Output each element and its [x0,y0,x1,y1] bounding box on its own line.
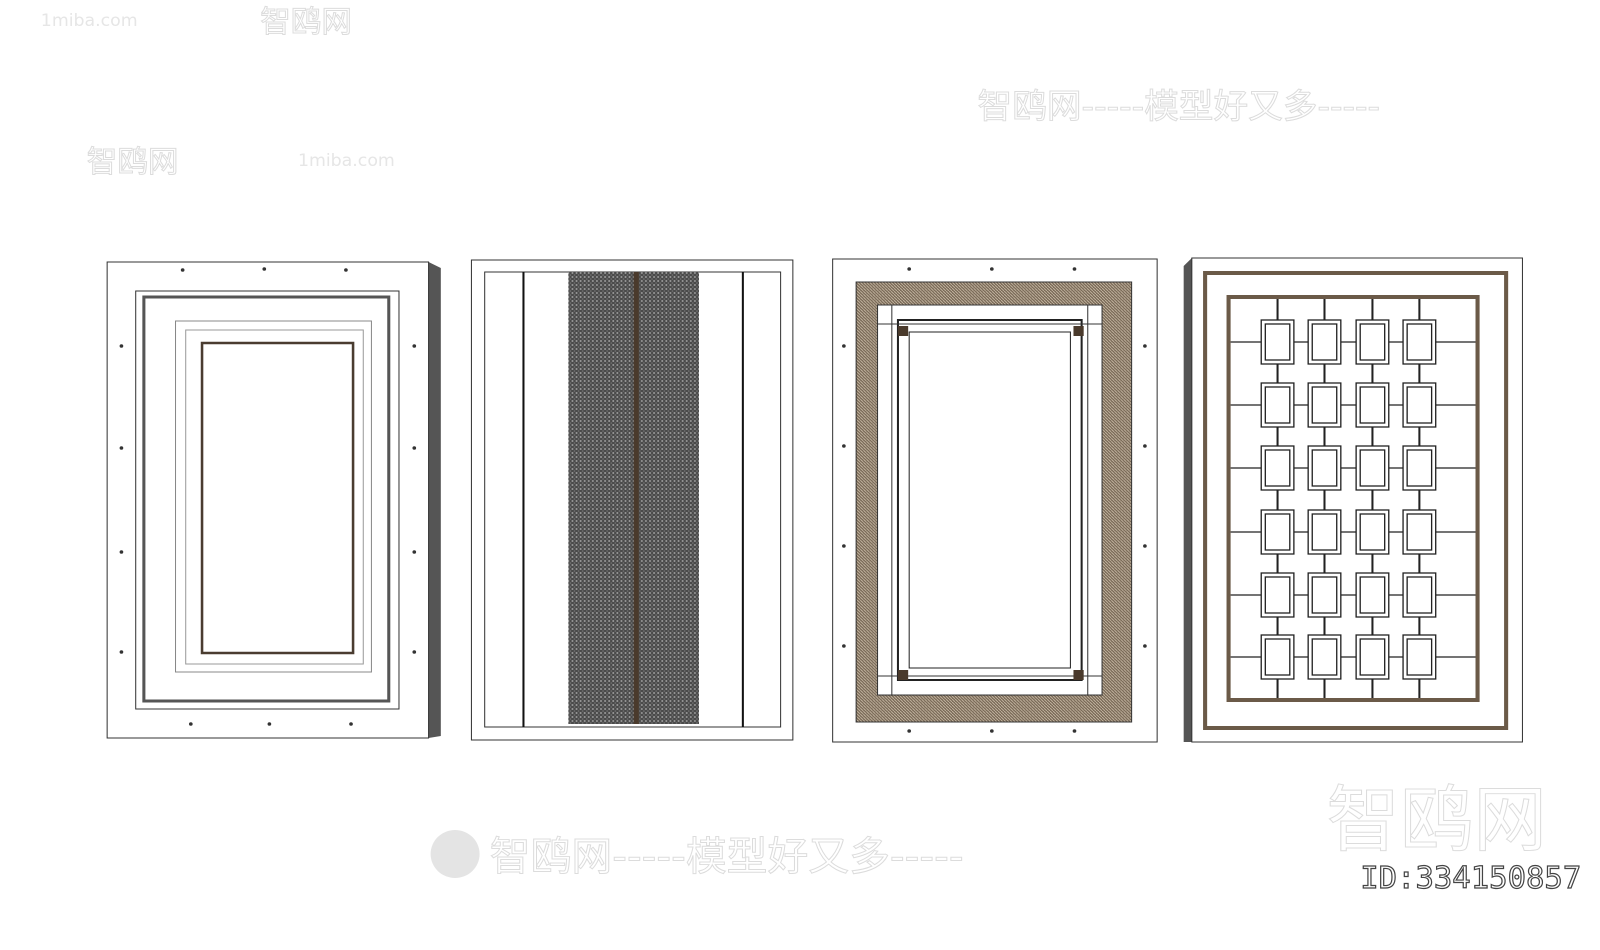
watermark-site: 1miba.com [298,151,395,171]
screw-dot [119,446,124,450]
screw-dot [344,268,348,272]
screw-dot [349,722,353,726]
watermark-brand: 智鸥网 [87,145,179,180]
panel-fabric-center-strip [470,259,794,741]
screw-dot [1072,729,1077,733]
panel-carved-corner-frame [106,261,441,739]
watermark-site: 1miba.com [41,11,138,31]
screw-dot [842,644,846,648]
screw-dots [842,267,1147,733]
screw-dot [842,544,846,548]
lattice [1230,299,1476,698]
screw-dot [412,550,417,554]
screw-dot [907,267,912,271]
screw-dot [412,344,417,348]
screw-dot [412,446,417,450]
panel-fluted-brown-frame [832,258,1158,743]
screw-dot [842,344,846,348]
screw-dot [412,650,417,654]
screw-dot [1143,644,1147,648]
screw-dot [262,267,267,271]
screw-dot [1143,544,1147,548]
screw-dot [990,267,994,271]
screw-dot [188,722,193,726]
watermarks: 1miba.com 智鸥网 1miba.com 智鸥网 智鸥网-----模型好又… [41,5,1582,897]
screw-dot [907,729,912,733]
screw-dot [180,268,185,272]
screw-dot [267,722,272,726]
screw-dot [842,444,846,448]
watermark-brand-large: 智鸥网 [1327,779,1547,863]
brand-logo-icon [430,830,480,878]
screw-dot [990,729,994,733]
watermark-brand: 智鸥网 [260,5,352,40]
screw-dot [1143,344,1147,348]
screw-dot [119,650,124,654]
watermark-slogan: 智鸥网-----模型好又多----- [978,87,1381,127]
panel-lattice-grid [1183,257,1523,743]
screw-dot [1072,267,1077,271]
screw-dot [119,550,124,554]
model-id: ID:334150857 [1360,861,1581,896]
screw-dot [119,344,124,348]
watermark-slogan: 智鸥网-----模型好又多----- [490,832,964,880]
screw-dot [1143,444,1147,448]
screw-dots [119,267,417,726]
